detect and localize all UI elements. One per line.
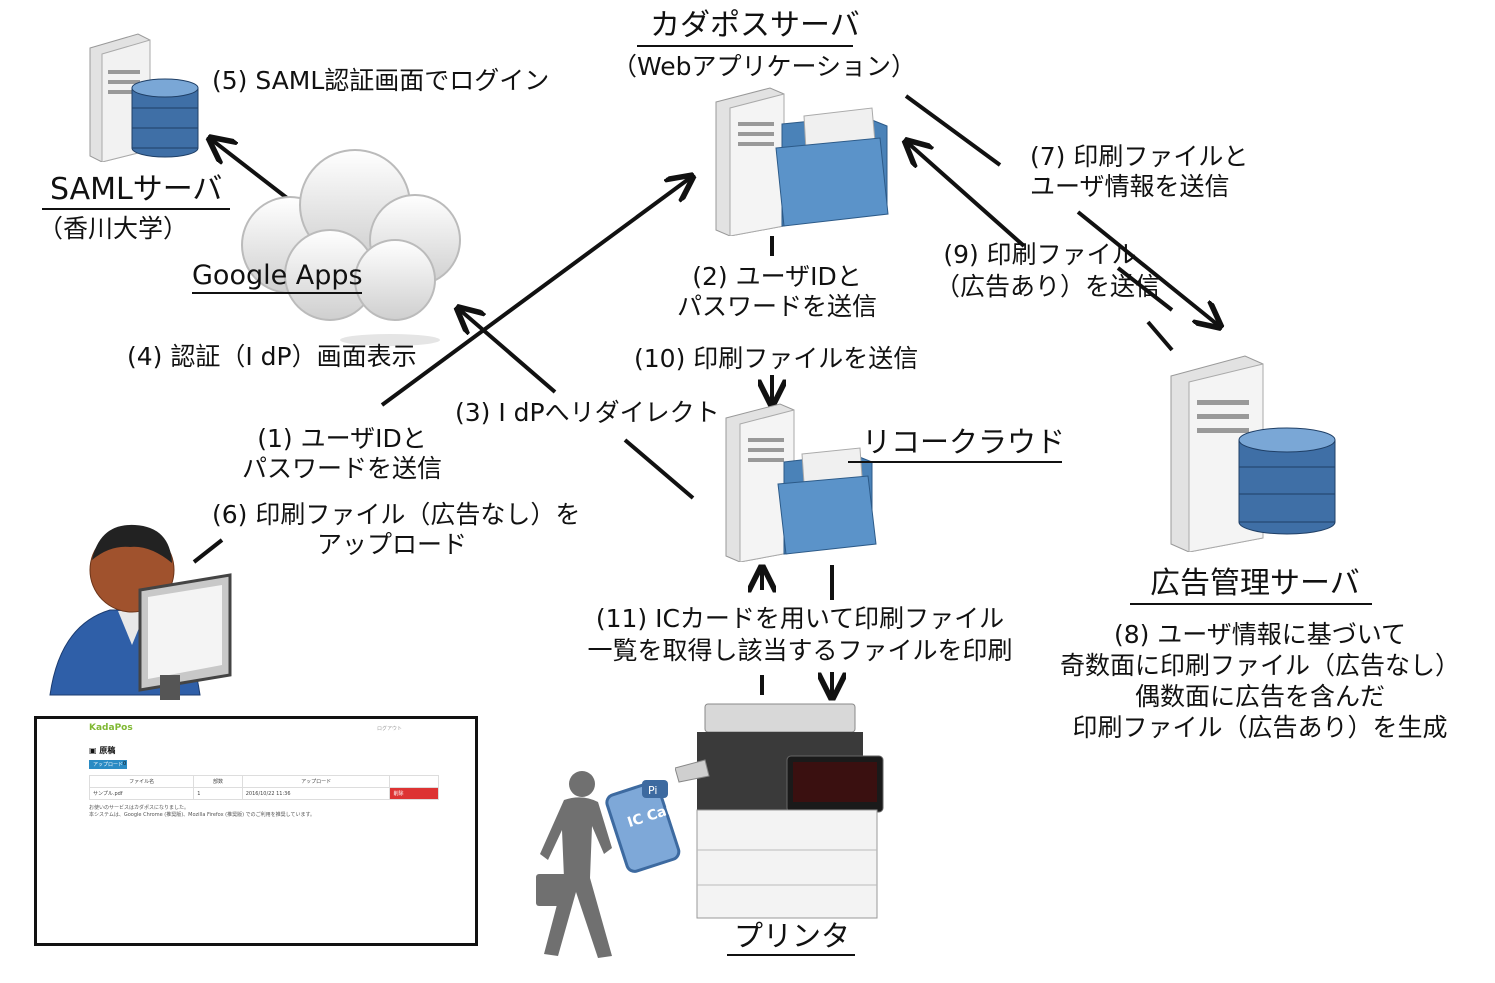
- file-name: サンプル.pdf: [88, 787, 195, 800]
- step8-label-line4: 印刷ファイル（広告あり）を生成: [1072, 713, 1448, 742]
- ricoh-server-icon: [725, 403, 877, 562]
- screen-note: お使いのサービスはカダポスになりました。 本システムは、Google Chrom…: [89, 805, 315, 818]
- step3-label: (3) I dPへリダイレクト: [455, 398, 720, 427]
- step8-label-line1: (8) ユーザ情報に基づいて: [1113, 620, 1407, 649]
- step11-label-line2: 一覧を取得し該当するファイルを印刷: [587, 636, 1013, 665]
- logout-link[interactable]: ログアウト: [377, 726, 403, 732]
- document-icon: ▣: [89, 746, 97, 755]
- table-row: サンプル.pdf 1 2016/10/22 11:36 削除: [88, 787, 439, 800]
- screen-heading: ▣ 原稿: [89, 746, 116, 755]
- file-count: 0: [123, 761, 127, 767]
- delete-button[interactable]: 削除: [389, 787, 439, 800]
- printer-icon: [675, 703, 884, 919]
- step8-label-line3: 偶数面に広告を含んだ: [1134, 682, 1385, 711]
- step9-label-line1: (9) 印刷ファイル: [943, 240, 1137, 269]
- line-step6: [192, 538, 224, 564]
- arrow-step5: [212, 140, 289, 200]
- step8-label-line2: 奇数面に印刷ファイル（広告なし）: [1060, 651, 1461, 680]
- step4-label: (4) 認証（I dP）画面表示: [127, 342, 417, 371]
- upload-button[interactable]: アップロード: [89, 760, 128, 769]
- walking-person-icon: IC Card Pi: [536, 771, 685, 958]
- kadapos-logo: KadaPos: [89, 723, 133, 733]
- step7-label-line2: ユーザ情報を送信: [1030, 172, 1230, 201]
- arrow-step7: [1076, 210, 1218, 325]
- file-table: ファイル名 部数 アップロード サンプル.pdf 1 2016/10/22 11…: [88, 775, 439, 800]
- line-step3-lower: [623, 438, 695, 500]
- step2-label-line1: (2) ユーザIDと: [692, 262, 862, 291]
- file-date: 2016/10/22 11:36: [241, 787, 391, 800]
- ricoh-underline: [848, 461, 1062, 463]
- ricoh-title: リコークラウド: [862, 425, 1066, 459]
- printer-title: プリンタ: [734, 919, 851, 953]
- kadapos-underline: [637, 45, 853, 47]
- saml-server-subtitle: （香川大学）: [38, 214, 189, 243]
- step10-label: (10) 印刷ファイルを送信: [634, 344, 919, 373]
- step1-label-line1: (1) ユーザIDと: [257, 424, 427, 453]
- step5-label: (5) SAML認証画面でログイン: [212, 66, 550, 95]
- ad-underline: [1130, 603, 1372, 605]
- step1-label-line2: パスワードを送信: [241, 454, 442, 483]
- line-step9-lower: [1146, 320, 1174, 352]
- step7-label-line1: (7) 印刷ファイルと: [1030, 142, 1249, 171]
- kadapos-subtitle: （Webアプリケーション）: [612, 52, 917, 81]
- kadapos-title: カダポスサーバ: [650, 8, 860, 43]
- column-header: ファイル名: [88, 775, 195, 788]
- ad-server-icon: [1170, 355, 1336, 552]
- line-step9-right: [1116, 266, 1174, 312]
- cloud-icon: [241, 149, 461, 346]
- column-header: 部数: [193, 775, 243, 788]
- column-header: アップロード: [241, 775, 391, 788]
- printer-underline: [727, 954, 855, 956]
- kadapos-screen: KadaPos ログアウト ▣ 原稿 アップロード 0 ファイル名 部数 アップ…: [34, 716, 478, 946]
- saml-underline: [42, 208, 230, 210]
- step11-label-line1: (11) ICカードを用いて印刷ファイル: [595, 604, 1005, 633]
- file-copies: 1: [193, 787, 243, 800]
- saml-server-icon: [89, 33, 199, 162]
- ad-server-title: 広告管理サーバ: [1150, 566, 1360, 601]
- step2-label-line2: パスワードを送信: [676, 292, 877, 321]
- arrow-step1: [380, 178, 690, 407]
- arrow-step3: [460, 310, 557, 394]
- step9-label-line2: （広告あり）を送信: [935, 272, 1161, 301]
- user-at-computer-icon: [49, 524, 232, 700]
- step6-label-line2: アップロード: [316, 530, 467, 559]
- step6-label-line1: (6) 印刷ファイル（広告なし）を: [212, 500, 581, 529]
- line-step7-upper: [904, 94, 1002, 167]
- google-apps-title: Google Apps: [192, 260, 363, 291]
- arrow-step9: [908, 143, 1026, 248]
- kadapos-server-icon: [715, 87, 889, 236]
- saml-server-title: SAMLサーバ: [50, 172, 223, 207]
- pi-badge: Pi: [648, 784, 657, 797]
- google-underline: [192, 292, 362, 294]
